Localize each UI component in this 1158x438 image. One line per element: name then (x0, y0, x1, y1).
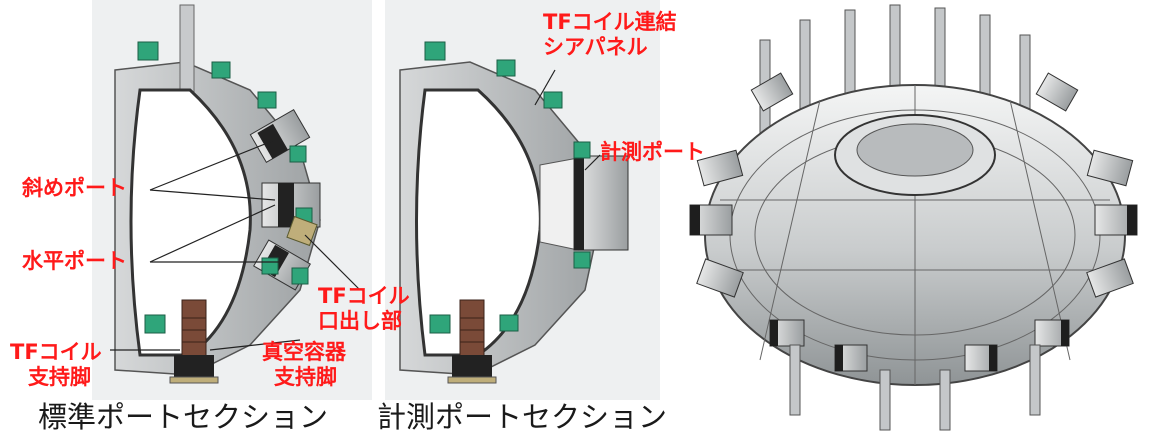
label-vv-support-leg-line2: 支持脚 (274, 365, 337, 389)
green-blocks-2 (424, 41, 591, 334)
label-tf-support-leg: TFコイル 支持脚 (10, 340, 102, 390)
label-vv-support-leg: 真空容器 支持脚 (262, 340, 346, 390)
label-tf-lead-out: TFコイル 口出し部 (318, 284, 410, 334)
caption-measurement-port-section: 計測ポートセクション (377, 400, 668, 434)
label-tf-shear-panel: TFコイル連結 シアパネル (543, 10, 677, 60)
label-tf-lead-out-line2: 口出し部 (318, 309, 402, 333)
caption-standard-port-section: 標準ポートセクション (38, 400, 329, 434)
label-measurement-port: 計測ポート (600, 140, 705, 164)
label-horizontal-port: 水平ポート (22, 249, 127, 273)
vessel-ports (689, 72, 1138, 372)
vessel-3d-drawing (689, 4, 1138, 431)
measurement-section-drawing (385, 0, 660, 400)
leader-lines (110, 69, 601, 351)
port-flanges (690, 205, 1137, 371)
label-tf-lead-out-line1: TFコイル (318, 284, 410, 308)
label-tf-support-leg-line2: 支持脚 (28, 365, 91, 389)
label-tf-shear-panel-line1: TFコイル連結 (543, 10, 677, 34)
label-tf-support-leg-line1: TFコイル (10, 340, 102, 364)
standard-section-drawing (92, 0, 372, 400)
label-oblique-port: 斜めポート (22, 176, 127, 200)
label-vv-support-leg-line1: 真空容器 (262, 340, 346, 364)
label-tf-shear-panel-line2: シアパネル (543, 35, 648, 59)
